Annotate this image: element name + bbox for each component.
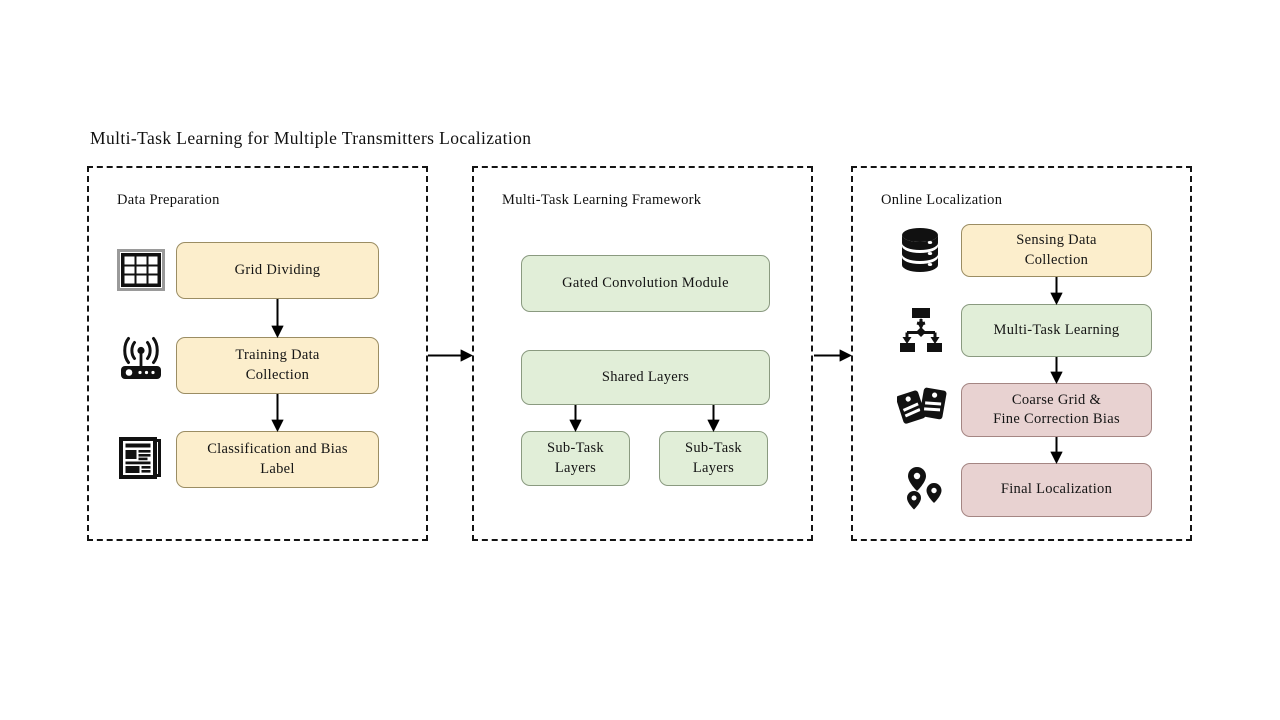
node-label-line2: Collection (1024, 251, 1089, 268)
grid-icon (117, 248, 165, 292)
page-title: Multi-Task Learning for Multiple Transmi… (90, 128, 532, 148)
node-training-data-collection[interactable]: Training Data Collection (176, 337, 379, 394)
node-coarse-grid-fine-correction-bias[interactable]: Coarse Grid & Fine Correction Bias (961, 383, 1152, 437)
node-label: Shared Layers (601, 368, 690, 385)
node-label: Grid Dividing (234, 261, 321, 278)
node-label-line1: Sub-Task (547, 440, 604, 457)
node-label: Coarse Grid & Fine Correction Bias (993, 391, 1120, 429)
node-label: Sub-Task Layers (685, 439, 742, 477)
pins-icon (901, 465, 947, 513)
node-label-line1: Classification and Bias (207, 441, 348, 458)
node-label: Final Localization (1000, 481, 1113, 498)
node-label: Multi-Task Learning (993, 321, 1120, 338)
panel-title-online-localization: Online Localization (881, 192, 1003, 208)
node-shared-layers[interactable]: Shared Layers (521, 350, 770, 405)
node-label-line2: Layers (554, 459, 597, 476)
node-label-line2: Label (260, 460, 295, 477)
panel-data-preparation (87, 166, 428, 541)
node-label-line2: Fine Correction Bias (993, 411, 1120, 427)
tags-icon (896, 386, 949, 432)
node-label-line1: Sub-Task (685, 440, 742, 457)
node-label-line2: Collection (245, 366, 310, 383)
node-label: Training Data Collection (235, 346, 319, 384)
node-label-line1: Sensing Data (1016, 232, 1097, 249)
node-grid-dividing[interactable]: Grid Dividing (176, 242, 379, 299)
node-label: Sub-Task Layers (547, 439, 604, 477)
node-label-line1: Training Data (235, 347, 320, 364)
node-gated-convolution-module[interactable]: Gated Convolution Module (521, 255, 770, 312)
panel-multi-task-learning-framework (472, 166, 813, 541)
newspaper-icon (117, 434, 165, 482)
node-label-line1: Coarse Grid & (1011, 391, 1102, 408)
node-final-localization[interactable]: Final Localization (961, 463, 1152, 517)
node-sub-task-layers-1[interactable]: Sub-Task Layers (521, 431, 630, 486)
hierarchy-icon (897, 306, 945, 354)
node-label: Sensing Data Collection (1016, 231, 1097, 269)
node-label: Classification and Bias Label (207, 440, 348, 478)
node-label-line2: Layers (692, 459, 735, 476)
node-sub-task-layers-2[interactable]: Sub-Task Layers (659, 431, 768, 486)
node-classification-and-bias-label[interactable]: Classification and Bias Label (176, 431, 379, 488)
router-icon (117, 334, 165, 384)
node-multi-task-learning[interactable]: Multi-Task Learning (961, 304, 1152, 357)
node-label: Gated Convolution Module (562, 274, 729, 291)
panel-title-data-preparation: Data Preparation (117, 192, 220, 208)
database-icon (897, 226, 943, 274)
panel-online-localization (851, 166, 1192, 541)
node-sensing-data-collection[interactable]: Sensing Data Collection (961, 224, 1152, 277)
panel-title-multi-task-learning-framework: Multi-Task Learning Framework (502, 192, 702, 208)
